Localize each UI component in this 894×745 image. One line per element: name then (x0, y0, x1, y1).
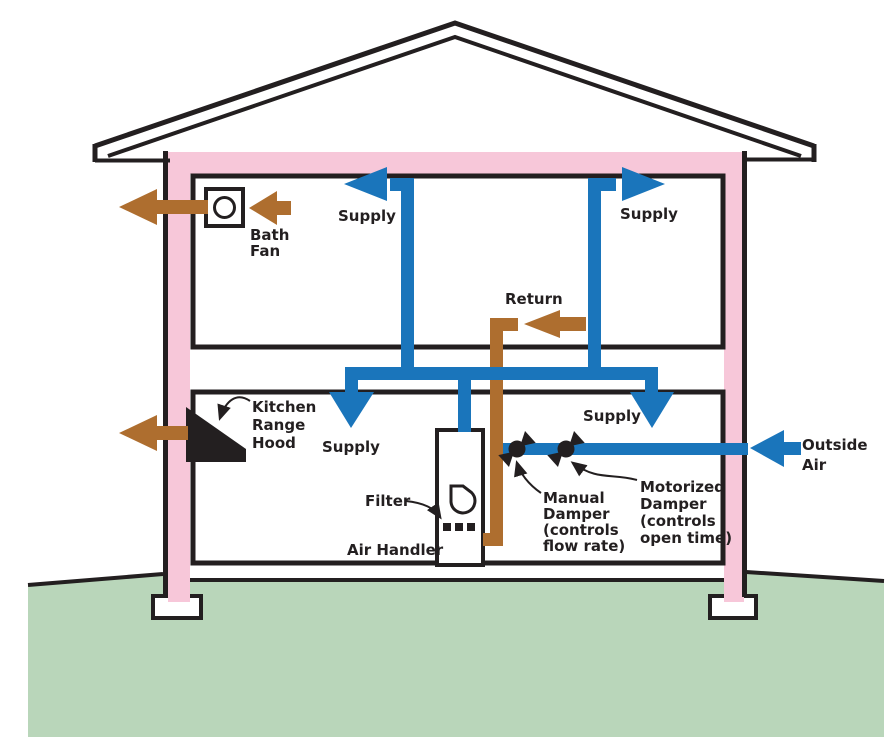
ground (27, 570, 885, 737)
downstairs-left-supply-arrow (329, 392, 374, 428)
bath-intake-arrow (249, 191, 291, 225)
supply-duct-system (329, 167, 674, 432)
return-duct-bottom-elbow (483, 533, 503, 546)
kitchen-exhaust-duct-stub (157, 426, 188, 440)
damper-wing (568, 431, 585, 447)
roof-outer-line (94, 20, 815, 149)
upstairs-left-supply-arrow (344, 167, 387, 201)
damper-hub (557, 440, 575, 458)
motorized-damper-icon (547, 431, 585, 467)
label-supply-upstairs-left: Supply (338, 207, 396, 225)
label-return: Return (505, 290, 563, 308)
arrow-tail (784, 442, 801, 455)
bath-fan (204, 187, 245, 228)
blower-scroll-icon (449, 484, 477, 515)
downstairs-right-branch (645, 378, 658, 394)
label-kitchen-hood-line3: Hood (252, 434, 296, 452)
arrow-head (249, 191, 277, 225)
label-manual-damper-line2: Damper (543, 505, 610, 523)
label-kitchen-hood-line1: Kitchen (252, 398, 316, 416)
right-wall (724, 152, 744, 602)
kitchen-hood-exhaust (119, 415, 188, 451)
damper-wing (519, 431, 536, 447)
label-outside-air-line2: Air (802, 456, 827, 474)
bath-exhaust-duct-stub (157, 200, 208, 214)
kitchen-exhaust-arrow-head (119, 415, 157, 451)
ground-line-left (27, 572, 164, 587)
downstairs-right-supply-arrow (630, 392, 674, 428)
label-filter: Filter (365, 492, 411, 510)
manual-damper-icon (498, 431, 536, 467)
label-manual-damper-line1: Manual (543, 489, 605, 507)
left-wall (168, 152, 190, 602)
walls (163, 151, 747, 602)
ceiling-insulation-band (168, 152, 746, 174)
upstairs-left-riser (401, 178, 414, 373)
roof (92, 20, 817, 163)
label-kitchen-hood-line2: Range (252, 416, 305, 434)
air-handler-supply-branch (458, 373, 471, 432)
label-supply-upstairs-right: Supply (620, 205, 678, 223)
upstairs-right-elbow (588, 178, 616, 191)
filter-dash (467, 523, 475, 531)
arrow-head (750, 430, 784, 467)
outside-air-arrow (750, 430, 801, 467)
label-manual-damper-line4: flow rate) (543, 537, 625, 555)
downstairs-left-branch (345, 378, 358, 394)
return-duct-top-elbow (490, 318, 518, 331)
arrow-tail (560, 317, 586, 331)
bath-fan-exhaust (119, 189, 291, 225)
label-manual-damper-line3: (controls (543, 521, 619, 539)
arrow-tail (277, 201, 291, 215)
filter-dash (443, 523, 451, 531)
bath-fan-icon (213, 196, 236, 219)
leader-lines (217, 396, 638, 520)
return-air-arrow (524, 310, 586, 338)
supply-trunk-duct (345, 367, 658, 380)
ground-line-right (745, 570, 885, 583)
label-supply-downstairs-right: Supply (583, 407, 641, 425)
dashed-filter-icon (443, 523, 475, 531)
upstairs-right-supply-arrow (622, 167, 665, 201)
filter-leader (405, 500, 442, 520)
label-bath-fan-line1: Bath (250, 226, 289, 244)
label-bath-fan-line2: Fan (250, 242, 280, 260)
return-duct-vertical (490, 318, 503, 546)
outside-air-duct-run (503, 443, 748, 455)
label-motorized-damper-line2: Damper (640, 495, 707, 513)
label-outside-air-line1: Outside (802, 436, 868, 454)
label-supply-downstairs-left: Supply (322, 438, 380, 456)
damper-wing (547, 451, 564, 467)
label-motorized-damper-line4: open time) (640, 529, 732, 547)
damper-wing (498, 451, 515, 467)
kitchen-range-hood (186, 407, 246, 462)
label-motorized-damper-line1: Motorized (640, 478, 725, 496)
upstairs-left-elbow (390, 178, 414, 191)
air-handler (435, 428, 485, 567)
damper-hub (508, 440, 526, 458)
motorized-damper-leader (570, 461, 638, 481)
bath-exhaust-arrow-head (119, 189, 157, 225)
arrow-head (524, 310, 560, 338)
labels: Supply Supply Return Supply Supply Bath … (250, 205, 868, 559)
ground-fill (28, 572, 884, 737)
roof-inner-line (107, 34, 802, 158)
upstairs-right-riser (588, 178, 601, 373)
filter-dash (455, 523, 463, 531)
manual-damper-leader (514, 460, 542, 494)
label-motorized-damper-line3: (controls (640, 512, 716, 530)
kitchen-hood-leader (217, 396, 251, 421)
label-air-handler: Air Handler (347, 541, 444, 559)
